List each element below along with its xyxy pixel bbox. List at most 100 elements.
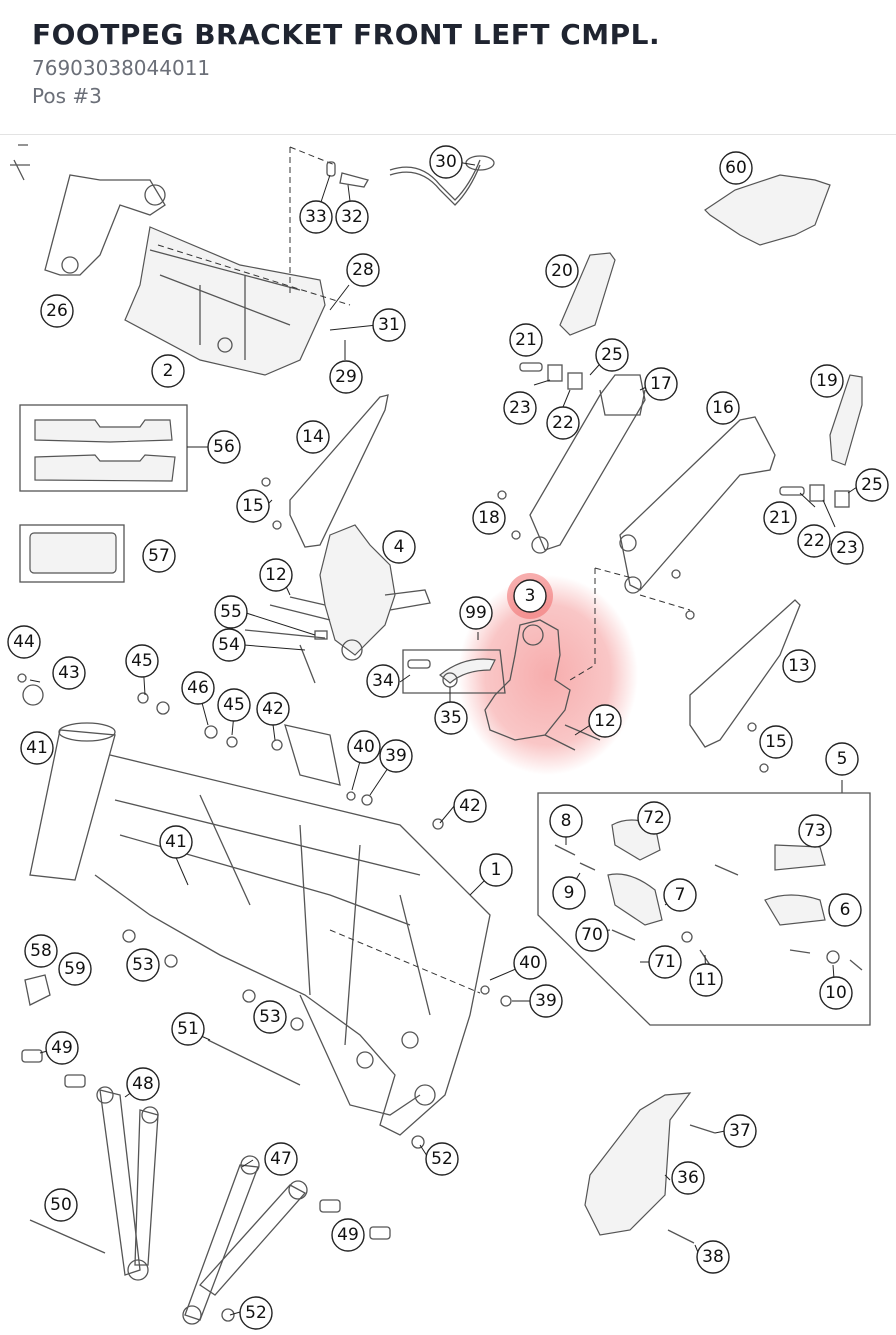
callout-25[interactable]: 25: [595, 338, 629, 372]
callout-circle: [696, 1240, 730, 1274]
callout-10[interactable]: 10: [819, 976, 853, 1010]
callout-8[interactable]: 8: [549, 804, 583, 838]
callout-circle: [855, 468, 889, 502]
callout-circle: [142, 539, 176, 573]
callout-21[interactable]: 21: [763, 501, 797, 535]
callout-26[interactable]: 26: [40, 294, 74, 328]
callout-number: 7: [675, 885, 686, 905]
callout-71[interactable]: 71: [648, 945, 682, 979]
callout-15[interactable]: 15: [236, 489, 270, 523]
callout-3[interactable]: 3: [513, 579, 547, 613]
callout-52[interactable]: 52: [425, 1142, 459, 1176]
callout-17[interactable]: 17: [644, 367, 678, 401]
part-1-frame-drawing: [29, 722, 491, 1136]
callout-44[interactable]: 44: [7, 625, 41, 659]
callout-5[interactable]: 5: [825, 742, 859, 776]
callout-73[interactable]: 73: [798, 814, 832, 848]
callout-35[interactable]: 35: [434, 701, 468, 735]
callout-46[interactable]: 46: [181, 671, 215, 705]
callout-14[interactable]: 14: [296, 420, 330, 454]
callout-54[interactable]: 54: [212, 628, 246, 662]
part-26-drawing: [10, 144, 166, 276]
callout-circle: [719, 151, 753, 185]
callout-99[interactable]: 99: [459, 596, 493, 630]
callout-23[interactable]: 23: [503, 391, 537, 425]
callout-18[interactable]: 18: [472, 501, 506, 535]
callout-1[interactable]: 1: [479, 853, 513, 887]
callout-40[interactable]: 40: [347, 730, 381, 764]
callout-2[interactable]: 2: [151, 354, 185, 388]
callout-57[interactable]: 57: [142, 539, 176, 573]
callout-43[interactable]: 43: [52, 656, 86, 690]
callout-49[interactable]: 49: [331, 1218, 365, 1252]
callout-70[interactable]: 70: [575, 918, 609, 952]
callout-number: 17: [650, 374, 672, 394]
callout-53[interactable]: 53: [126, 948, 160, 982]
callout-33[interactable]: 33: [299, 200, 333, 234]
callout-circle: [299, 200, 333, 234]
callout-51[interactable]: 51: [171, 1012, 205, 1046]
callout-39[interactable]: 39: [529, 984, 563, 1018]
callout-49[interactable]: 49: [45, 1031, 79, 1065]
callout-number: 2: [163, 361, 174, 381]
callout-16[interactable]: 16: [706, 391, 740, 425]
callout-number: 23: [509, 398, 531, 418]
callout-number: 4: [394, 537, 405, 557]
callout-37[interactable]: 37: [723, 1114, 757, 1148]
callout-circle: [648, 945, 682, 979]
callout-30[interactable]: 30: [429, 145, 463, 179]
callout-38[interactable]: 38: [696, 1240, 730, 1274]
callout-32[interactable]: 32: [335, 200, 369, 234]
callout-48[interactable]: 48: [126, 1067, 160, 1101]
bolts-49-drawing: [21, 1049, 391, 1240]
callout-58[interactable]: 58: [24, 934, 58, 968]
callout-6[interactable]: 6: [828, 893, 862, 927]
callout-22[interactable]: 22: [546, 406, 580, 440]
callout-47[interactable]: 47: [264, 1142, 298, 1176]
callout-39[interactable]: 39: [379, 739, 413, 773]
callout-56[interactable]: 56: [207, 430, 241, 464]
callout-number: 28: [352, 260, 374, 280]
callout-29[interactable]: 29: [329, 360, 363, 394]
callout-28[interactable]: 28: [346, 253, 380, 287]
callout-72[interactable]: 72: [637, 801, 671, 835]
callout-12[interactable]: 12: [259, 558, 293, 592]
callout-40[interactable]: 40: [513, 946, 547, 980]
callout-21[interactable]: 21: [509, 323, 543, 357]
callout-circle: [706, 391, 740, 425]
callout-41[interactable]: 41: [159, 825, 193, 859]
callout-45[interactable]: 45: [125, 644, 159, 678]
callout-12[interactable]: 12: [588, 704, 622, 738]
callout-circle: [819, 976, 853, 1010]
callout-42[interactable]: 42: [256, 692, 290, 726]
callout-9[interactable]: 9: [552, 876, 586, 910]
callout-53[interactable]: 53: [253, 1000, 287, 1034]
callout-25[interactable]: 25: [855, 468, 889, 502]
callout-50[interactable]: 50: [44, 1188, 78, 1222]
callout-7[interactable]: 7: [663, 878, 697, 912]
callout-36[interactable]: 36: [671, 1161, 705, 1195]
callout-circle: [798, 814, 832, 848]
callout-60[interactable]: 60: [719, 151, 753, 185]
callout-59[interactable]: 59: [58, 952, 92, 986]
part-30-cap: [465, 155, 495, 171]
part-4-drawing: [319, 524, 431, 661]
callout-23[interactable]: 23: [830, 531, 864, 565]
callout-number: 54: [218, 635, 240, 655]
callout-22[interactable]: 22: [797, 524, 831, 558]
callout-19[interactable]: 19: [810, 364, 844, 398]
callout-circle: [434, 701, 468, 735]
callout-34[interactable]: 34: [366, 664, 400, 698]
callout-20[interactable]: 20: [545, 254, 579, 288]
callout-45[interactable]: 45: [217, 688, 251, 722]
callout-circle: [382, 530, 416, 564]
callout-15[interactable]: 15: [759, 725, 793, 759]
callout-13[interactable]: 13: [782, 649, 816, 683]
callout-4[interactable]: 4: [382, 530, 416, 564]
callout-41[interactable]: 41: [20, 731, 54, 765]
callout-42[interactable]: 42: [453, 789, 487, 823]
callout-11[interactable]: 11: [689, 963, 723, 997]
callout-55[interactable]: 55: [214, 595, 248, 629]
callout-52[interactable]: 52: [239, 1296, 273, 1330]
callout-31[interactable]: 31: [372, 308, 406, 342]
